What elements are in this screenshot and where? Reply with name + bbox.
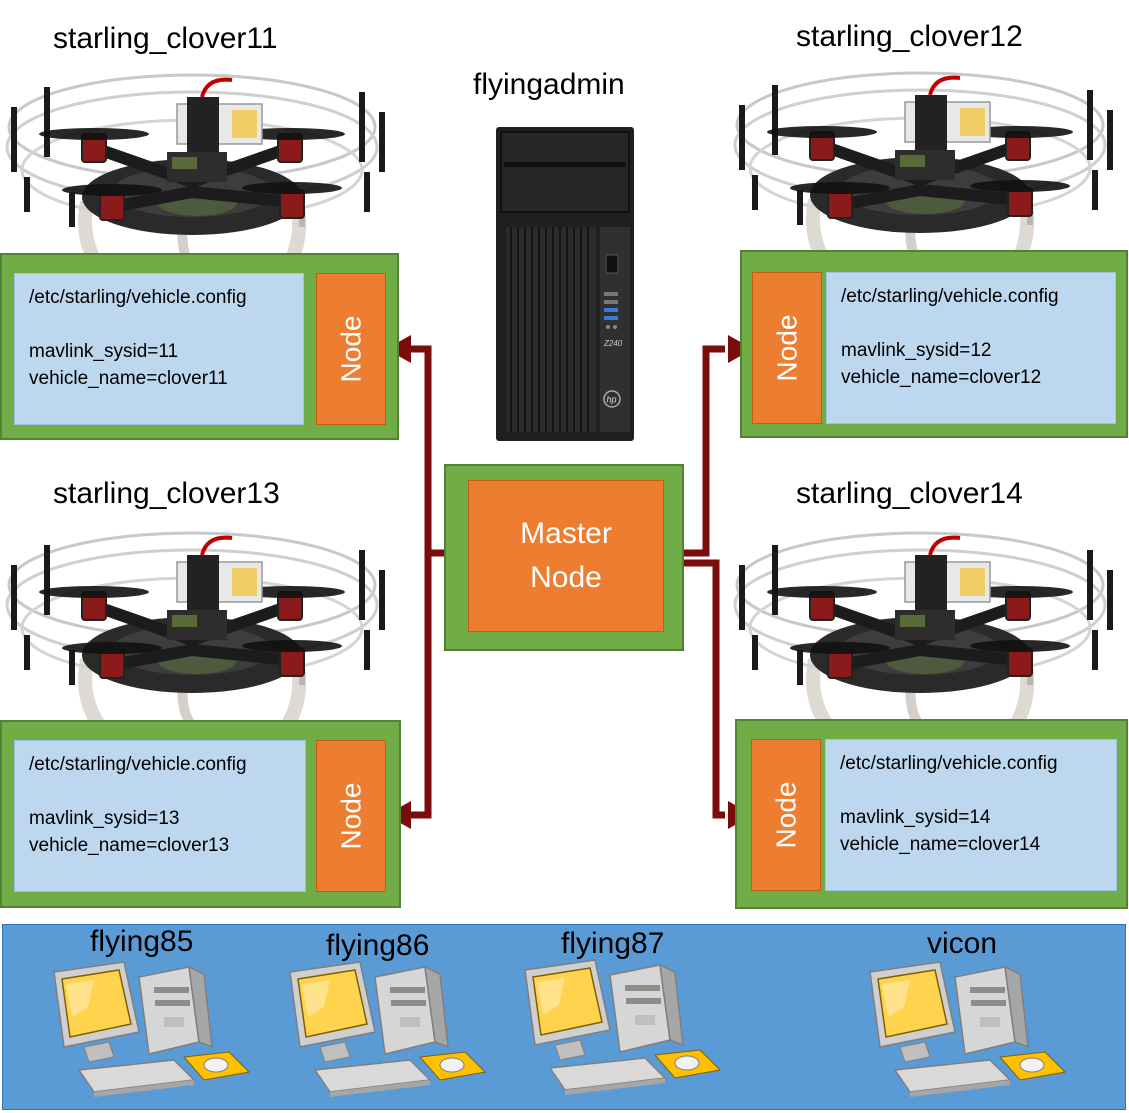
- desktop-computer-icon-flying85[interactable]: [53, 961, 254, 1102]
- config-sysid: mavlink_sysid=13: [29, 808, 180, 829]
- node-label: Node: [771, 314, 802, 382]
- server-label: flyingadmin: [473, 68, 625, 101]
- master-node[interactable]: Master Node: [468, 480, 664, 632]
- node-label: Node: [335, 315, 366, 383]
- config-box-clover14: /etc/starling/vehicle.config mavlink_sys…: [825, 739, 1117, 891]
- server-tower-icon: Z240 hp: [496, 127, 634, 441]
- node-clover14[interactable]: Node: [751, 739, 821, 891]
- vehicle-panel-clover12: Node /etc/starling/vehicle.config mavlin…: [740, 250, 1128, 438]
- connector-master-to-clover12: [664, 345, 725, 557]
- vehicle-panel-clover11: /etc/starling/vehicle.config mavlink_sys…: [0, 253, 399, 440]
- config-sysid: mavlink_sysid=14: [840, 807, 991, 828]
- desktop-computer-icon-flying86[interactable]: [289, 961, 490, 1102]
- vehicle-panel-clover13: /etc/starling/vehicle.config mavlink_sys…: [0, 720, 401, 908]
- node-clover12[interactable]: Node: [752, 272, 822, 424]
- node-label: Node: [335, 782, 366, 850]
- vehicle-title-clover13: starling_clover13: [53, 477, 280, 510]
- config-path: /etc/starling/vehicle.config: [840, 753, 1058, 774]
- node-clover11[interactable]: Node: [316, 273, 386, 425]
- drone-icon-clover13: [2, 510, 392, 755]
- server-model-text: Z240: [603, 339, 623, 348]
- master-node-container: Master Node: [444, 464, 684, 651]
- connector-master-to-clover14: [664, 559, 725, 819]
- config-path: /etc/starling/vehicle.config: [29, 754, 247, 775]
- vehicle-title-clover14: starling_clover14: [796, 477, 1023, 510]
- config-vehicle-name: vehicle_name=clover13: [29, 835, 230, 856]
- connector-master-to-clover13: [409, 553, 432, 819]
- master-node-line2: Node: [530, 561, 602, 594]
- config-box-clover13: /etc/starling/vehicle.config mavlink_sys…: [14, 740, 306, 892]
- workstation-label-flying85: flying85: [90, 925, 194, 958]
- config-path: /etc/starling/vehicle.config: [841, 286, 1059, 307]
- node-clover13[interactable]: Node: [316, 740, 386, 892]
- vehicle-panel-clover14: Node /etc/starling/vehicle.config mavlin…: [735, 719, 1128, 909]
- config-sysid: mavlink_sysid=11: [29, 341, 179, 362]
- master-node-line1: Master: [520, 517, 612, 550]
- desktop-computer-icon-vicon[interactable]: [869, 961, 1070, 1102]
- vehicle-title-clover11: starling_clover11: [53, 22, 278, 55]
- config-vehicle-name: vehicle_name=clover11: [29, 368, 228, 389]
- node-label: Node: [770, 781, 801, 849]
- config-vehicle-name: vehicle_name=clover12: [841, 367, 1042, 388]
- config-box-clover12: /etc/starling/vehicle.config mavlink_sys…: [826, 272, 1116, 424]
- hp-logo-text: hp: [607, 395, 617, 405]
- workstation-label-flying87: flying87: [561, 927, 665, 960]
- config-box-clover11: /etc/starling/vehicle.config mavlink_sys…: [14, 273, 304, 425]
- desktop-computer-icon-flying87[interactable]: [524, 959, 725, 1100]
- config-path: /etc/starling/vehicle.config: [29, 287, 247, 308]
- config-sysid: mavlink_sysid=12: [841, 340, 992, 361]
- vehicle-title-clover12: starling_clover12: [796, 20, 1023, 53]
- workstation-label-vicon: vicon: [927, 927, 998, 960]
- workstation-label-flying86: flying86: [326, 929, 430, 962]
- config-vehicle-name: vehicle_name=clover14: [840, 834, 1041, 855]
